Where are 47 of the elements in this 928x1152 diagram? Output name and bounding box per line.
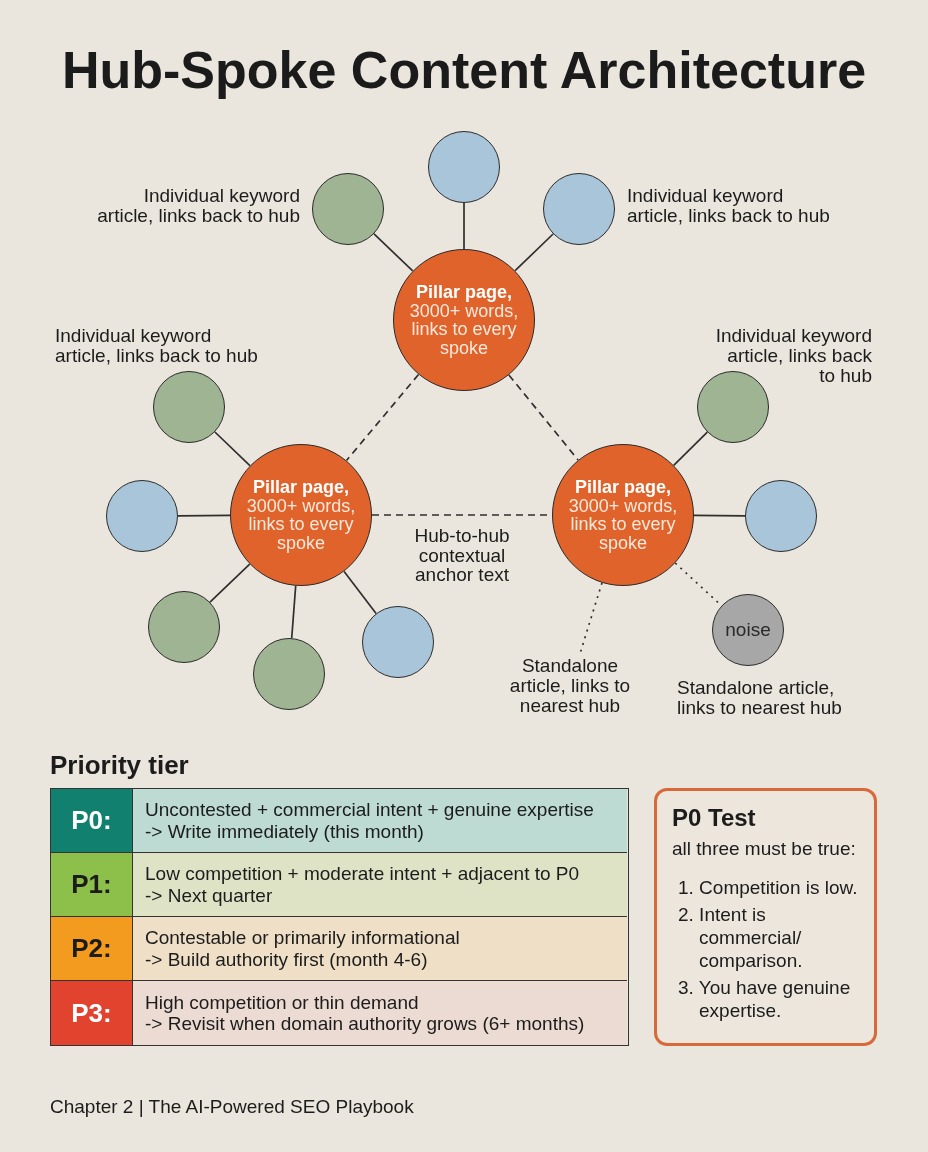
- cell-text: -> Build authority first (month 4-6): [145, 948, 428, 970]
- cell-text: High competition or thin demand: [145, 991, 419, 1013]
- cell-text: Low competition + moderate intent + adjacent to P0: [145, 863, 580, 885]
- panel-subtitle: all three must be true:: [672, 837, 857, 860]
- cell-text: -> Write immediately (this month): [145, 820, 424, 842]
- test-panel: [654, 788, 877, 1046]
- panel-heading: P0 Test: [672, 803, 757, 833]
- footer-text: Chapter 2 | The AI-Powered SEO Playbook: [50, 1095, 414, 1119]
- tier-cell: P0:: [51, 789, 133, 853]
- circle-label: noise: [725, 620, 771, 640]
- hub-description: 3000+ words, links to every spoke: [408, 301, 520, 357]
- connector-line: [514, 233, 554, 272]
- table-heading: Priority tier: [50, 750, 189, 780]
- connector-line: [463, 202, 465, 250]
- annotation: Individual keyword article, links back to hub: [714, 326, 872, 386]
- connector-line: [343, 570, 377, 615]
- connector-line: [693, 514, 746, 517]
- hub-heading: Pillar page,: [414, 283, 513, 302]
- annotation: Individual keyword article, links back to hub: [55, 326, 259, 366]
- title: Hub-Spoke Content Architecture: [61, 40, 867, 100]
- cell-text: -> Revisit when domain authority grows (6+ months): [145, 1013, 585, 1035]
- annotation: Individual keyword article, links back to hub: [96, 186, 300, 226]
- connector-line: [290, 584, 297, 639]
- tier-cell: P3:: [51, 981, 133, 1045]
- tier-cell: P2:: [51, 917, 133, 981]
- connector-line: [177, 514, 231, 517]
- cell-text: Contestable or primarily informational: [145, 927, 460, 949]
- hub-heading: Pillar page,: [573, 478, 672, 497]
- cell-text: Uncontested + commercial intent + genuine expertise: [145, 799, 594, 821]
- dotted-connector-line: [579, 581, 603, 653]
- hub-description: 3000+ words, links to every spoke: [245, 496, 357, 552]
- annotation: Standalone article, links to nearest hub: [677, 678, 843, 718]
- list-item: 3. You have genuine expertise.: [677, 976, 852, 1022]
- tier-cell: P1:: [51, 853, 133, 917]
- dashed-connector-line: [508, 374, 579, 461]
- dashed-connector-line: [345, 373, 420, 462]
- connector-line: [373, 233, 414, 272]
- annotation-text: Standalone article, links to nearest hub: [506, 656, 634, 716]
- connector-line: [214, 431, 251, 467]
- hub-heading: Pillar page,: [251, 478, 350, 497]
- connector-line: [672, 431, 709, 467]
- hub-description: 3000+ words, links to every spoke: [567, 496, 679, 552]
- list-item: 2. Intent is commercial/ comparison.: [677, 903, 804, 972]
- cell-text: -> Next quarter: [145, 884, 273, 906]
- list-item: 1. Competition is low.: [677, 876, 859, 899]
- connector-line: [209, 563, 251, 603]
- annotation: Individual keyword article, links back to hub: [627, 186, 831, 226]
